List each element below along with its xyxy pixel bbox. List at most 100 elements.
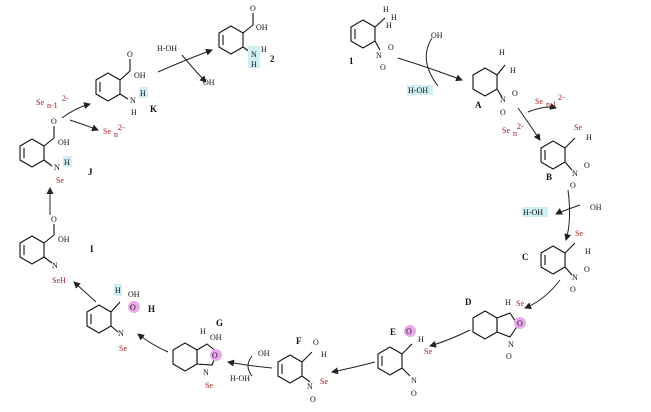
atom-o: O [512,89,518,98]
label-K: K [150,104,157,114]
atom-h: H [499,48,505,57]
arrow-D-to-E [429,329,471,348]
compound-2: OH O N H H 2 [218,4,275,69]
arrow-B-to-C [564,189,572,241]
reagent-sen1-1: Se n-1 2- [535,93,565,109]
atom-n: N [572,273,578,282]
reagent-oh-1: OH [431,31,443,40]
label-D: D [465,297,472,307]
label-H: H [148,304,155,314]
atom-h: H [200,327,206,336]
atom-h: H [140,89,146,98]
atom-oh: OH [58,235,70,244]
label-I: I [90,244,94,254]
reagent-text: Se [502,126,510,135]
arrow-C-to-D [524,279,561,310]
compound-G: H OH O N Se G [172,318,223,390]
atom-n: N [54,163,60,172]
atom-o: O [51,117,57,126]
atom-o: O [411,389,417,398]
label-1: 1 [349,56,354,66]
atom-h: H [586,133,592,142]
reagent-sen1-2: Se n-1 2- [36,94,69,110]
atom-o: O [570,285,576,294]
arrow-E-to-F [331,361,376,375]
atom-h: H [383,5,389,14]
atom-oh: OH [134,71,146,80]
arrow-J-to-K [61,102,91,119]
arrow-A-to-B [517,107,541,141]
atom-o: O [584,265,590,274]
arrow-1-to-A [397,57,463,82]
reagent-text: OH [258,349,270,358]
atom-n: N [251,50,257,59]
reagent-hoh-1: H-OH [407,85,433,95]
reagent-hoh-2: H-OH [522,207,548,217]
reagent-sen-2: Se n 2- [103,123,125,139]
reagent-text: OH [590,203,602,212]
reagent-hoh-3: H-OH [230,374,250,383]
reagent-oh-4: OH [203,78,215,87]
atom-se: Se [205,381,213,390]
atom-o: O [500,108,506,117]
compound-1: H H H N O O 1 [349,5,397,72]
atom-n: N [118,329,124,338]
reagent-text: H-OH [408,86,428,95]
atom-o: O [212,351,218,360]
atom-h: H [261,45,267,54]
atom-o: O [517,319,523,328]
atom-n: N [307,382,313,391]
compound-K: O OH N H H K [95,50,157,117]
atom-h: H [391,13,397,22]
atom-o: O [250,4,256,13]
reagent-text: 2- [118,123,125,132]
atom-se: Se [56,176,64,185]
atom-o: O [506,352,512,361]
atom-n: N [500,95,506,104]
label-2: 2 [270,54,275,64]
atom-h: H [386,21,392,30]
arrow-G-to-H [137,333,169,353]
curve-sen-2 [69,119,99,132]
reagent-text: n [114,130,118,139]
atom-n: N [376,51,382,60]
reagent-text: 2- [558,93,565,102]
compound-E: O H Se N O E [377,325,432,398]
reagent-text: Se [535,97,543,106]
reagent-text: n-1 [546,100,557,109]
atom-o: O [310,395,316,404]
reagent-text: 2- [62,94,69,103]
curve-oh-1 [425,37,439,87]
atom-oh: OH [256,23,268,32]
atom-n: N [203,368,209,377]
atom-seh: SeH [52,276,66,285]
atom-h: H [418,335,424,344]
compound-B: Se H N O O B [540,123,592,190]
reagent-text: H-OH [157,44,177,53]
compound-A: H H N O O A [472,48,518,117]
reagent-text: OH [431,31,443,40]
reagent-text: OH [203,78,215,87]
curve-oh-4 [181,54,207,83]
atom-o: O [130,303,136,312]
atom-se: Se [320,377,328,386]
atom-h: H [115,286,121,295]
atom-o: O [570,181,576,190]
atom-se: Se [424,347,432,356]
atom-h: H [321,350,327,359]
reagent-sen-1: Se n 2- [502,122,524,138]
atom-oh: OH [58,138,70,147]
atom-o: O [388,43,394,52]
reagent-text: 2- [517,122,524,131]
arrow-H-to-I [73,281,97,303]
atom-se: Se [575,229,583,238]
atom-se: Se [516,299,524,308]
compound-I: O OH N SeH I [19,215,94,285]
label-F: F [296,336,302,346]
label-J: J [88,167,93,177]
curve-sen1-1 [527,103,557,113]
arrow-F-to-G [227,359,273,369]
atom-o: O [313,338,319,347]
curve-hoh-2 [555,204,581,215]
